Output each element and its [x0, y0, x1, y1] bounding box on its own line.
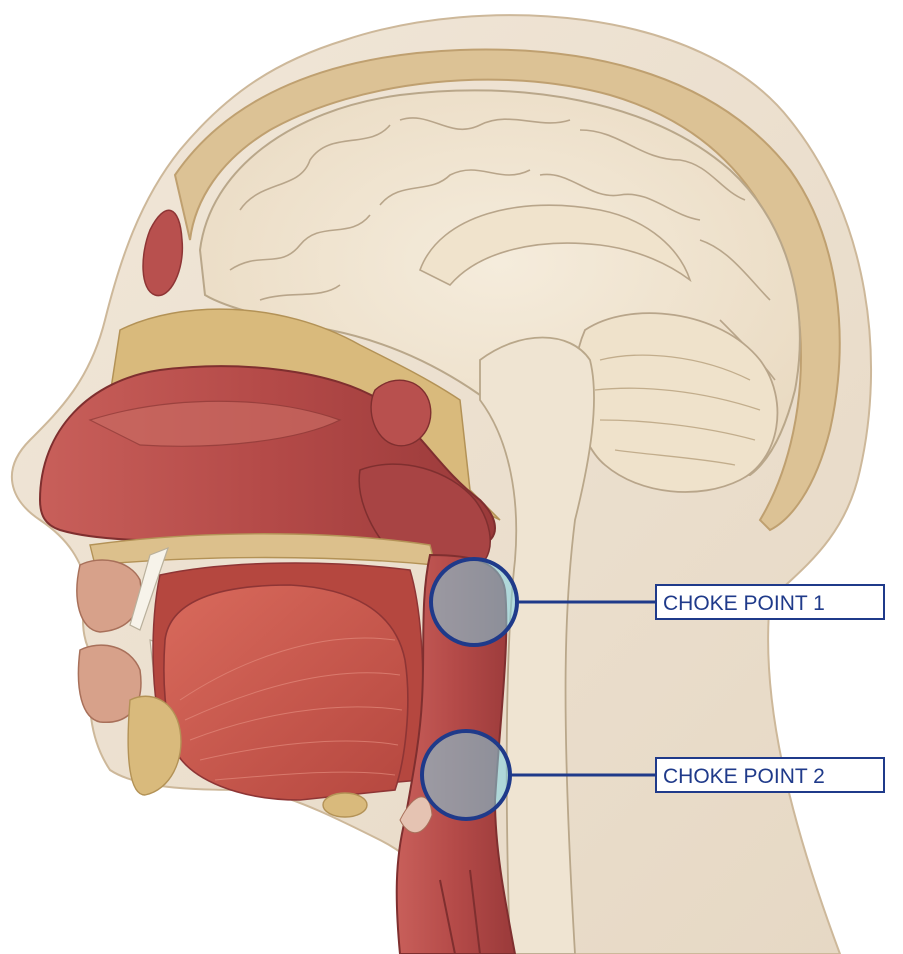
hyoid-bone: [323, 793, 367, 817]
choke-point-1-label: CHOKE POINT 1: [655, 584, 885, 620]
choke-point-1-circle: [431, 559, 517, 645]
tongue: [164, 585, 408, 800]
sphenoid-sinus: [371, 380, 431, 446]
choke-point-2-label: CHOKE POINT 2: [655, 757, 885, 793]
choke-point-2-circle: [422, 731, 510, 819]
